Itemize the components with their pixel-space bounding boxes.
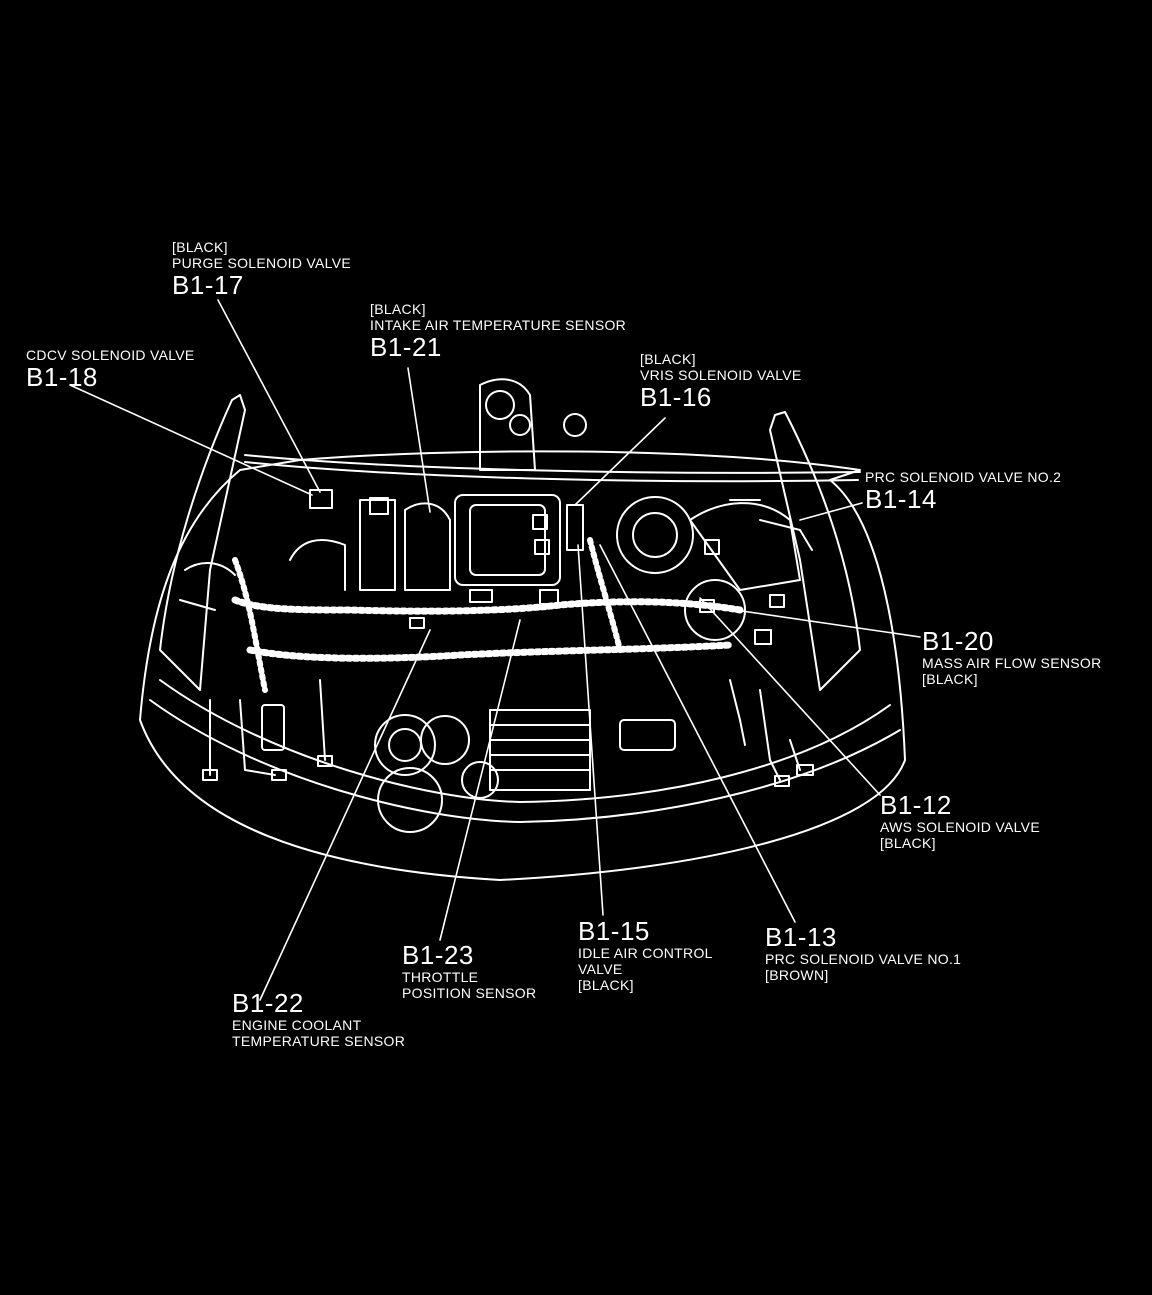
hood-outline — [139, 450, 906, 881]
harness-branch — [587, 537, 623, 653]
callout-code: B1-14 — [865, 484, 937, 514]
callout-color: [BLACK] — [880, 835, 936, 851]
pulley-inner — [388, 728, 422, 762]
leader-b1-23 — [439, 619, 521, 941]
leader-b1-17 — [217, 299, 321, 493]
callout-code: B1-12 — [880, 790, 952, 820]
callout-b1-20: B1-20 MASS AIR FLOW SENSOR [BLACK] — [922, 628, 1101, 688]
leader-b1-13 — [599, 544, 796, 923]
callout-name-line-2: POSITION SENSOR — [402, 985, 537, 1001]
pulley-4 — [461, 761, 499, 799]
callout-name-line-2: VALVE — [578, 961, 623, 977]
callout-code: B1-17 — [172, 270, 244, 300]
air-cleaner-inner — [632, 512, 678, 558]
leader-b1-20 — [734, 609, 921, 638]
intake-runner-2 — [359, 499, 396, 591]
callout-name-line-1: IDLE AIR CONTROL — [578, 945, 713, 961]
callout-name-line-2: TEMPERATURE SENSOR — [232, 1033, 406, 1049]
callout-code: B1-16 — [640, 382, 712, 412]
leader-b1-15 — [577, 544, 604, 916]
callout-b1-17: [BLACK] PURGE SOLENOID VALVE B1-17 — [172, 238, 351, 298]
radiator-grille — [489, 709, 591, 791]
throttle-body — [479, 378, 536, 471]
throttle-part — [485, 390, 515, 420]
callout-code: B1-18 — [26, 362, 98, 392]
callout-name: AWS SOLENOID VALVE — [880, 819, 1040, 835]
leader-b1-21 — [407, 367, 431, 513]
leader-b1-16 — [574, 417, 666, 506]
callout-code: B1-13 — [765, 922, 837, 952]
callout-name: PRC SOLENOID VALVE No.1 — [765, 951, 962, 967]
callout-code: B1-22 — [232, 988, 304, 1018]
callout-name: PRC SOLENOID VALVE No.2 — [865, 469, 1062, 485]
callout-b1-13: B1-13 PRC SOLENOID VALVE No.1 [BROWN] — [765, 924, 961, 984]
leader-b1-12 — [699, 597, 881, 796]
main-harness-2 — [246, 641, 734, 662]
callout-color: [BLACK] — [922, 671, 978, 687]
pulley-3 — [377, 767, 443, 833]
leader-b1-18 — [69, 384, 313, 496]
callout-color: [BLACK] — [578, 977, 634, 993]
callout-name: CDCV SOLENOID VALVE — [26, 347, 195, 363]
intake-plenum — [454, 494, 561, 586]
leader-b1-14 — [799, 502, 863, 521]
callout-b1-22: B1-22 ENGINE COOLANT TEMPERATURE SENSOR — [232, 990, 405, 1050]
main-harness — [231, 596, 744, 615]
pulley-2 — [420, 715, 470, 765]
pulley — [374, 714, 436, 776]
callout-color: [BROWN] — [765, 967, 829, 983]
callout-code: B1-23 — [402, 940, 474, 970]
callout-b1-16: [BLACK] VRIS SOLENOID VALVE B1-16 — [640, 350, 802, 410]
callout-b1-15: B1-15 IDLE AIR CONTROL VALVE [BLACK] — [578, 918, 713, 994]
callout-name: PURGE SOLENOID VALVE — [172, 255, 351, 271]
throttle-part-2 — [509, 414, 531, 436]
right-fender — [769, 411, 861, 691]
air-duct — [689, 502, 801, 591]
callout-b1-23: B1-23 THROTTLE POSITION SENSOR — [402, 942, 536, 1002]
callout-b1-21: [BLACK] INTAKE AIR TEMPERATURE SENSOR B1… — [370, 300, 626, 360]
callout-color: [BLACK] — [370, 301, 426, 317]
intake-runner — [404, 502, 451, 591]
relay — [261, 704, 285, 751]
callout-name-line-1: THROTTLE — [402, 969, 479, 985]
callout-b1-12: B1-12 AWS SOLENOID VALVE [BLACK] — [880, 792, 1040, 852]
cowl-2 — [244, 461, 859, 483]
front-bumper-line-2 — [159, 679, 891, 803]
callout-color: [BLACK] — [640, 351, 696, 367]
reference-circle — [563, 413, 587, 437]
callout-code: B1-20 — [922, 626, 994, 656]
callout-b1-14: PRC SOLENOID VALVE No.2 B1-14 — [865, 468, 1061, 512]
battery — [619, 719, 676, 751]
leader-b1-22 — [259, 629, 431, 1001]
harness-branch-2 — [232, 557, 268, 693]
callout-name: INTAKE AIR TEMPERATURE SENSOR — [370, 317, 627, 333]
air-cleaner — [616, 496, 694, 574]
callout-code: B1-15 — [578, 916, 650, 946]
callout-b1-18: CDCV SOLENOID VALVE B1-18 — [26, 346, 195, 390]
left-fender — [159, 394, 246, 691]
callout-code: B1-21 — [370, 332, 442, 362]
callout-name-line-1: ENGINE COOLANT — [232, 1017, 362, 1033]
callout-color: [BLACK] — [172, 239, 228, 255]
leader-lines — [69, 299, 921, 1001]
maf-housing — [684, 579, 746, 641]
callout-name: VRIS SOLENOID VALVE — [640, 367, 802, 383]
callout-name: MASS AIR FLOW SENSOR — [922, 655, 1102, 671]
